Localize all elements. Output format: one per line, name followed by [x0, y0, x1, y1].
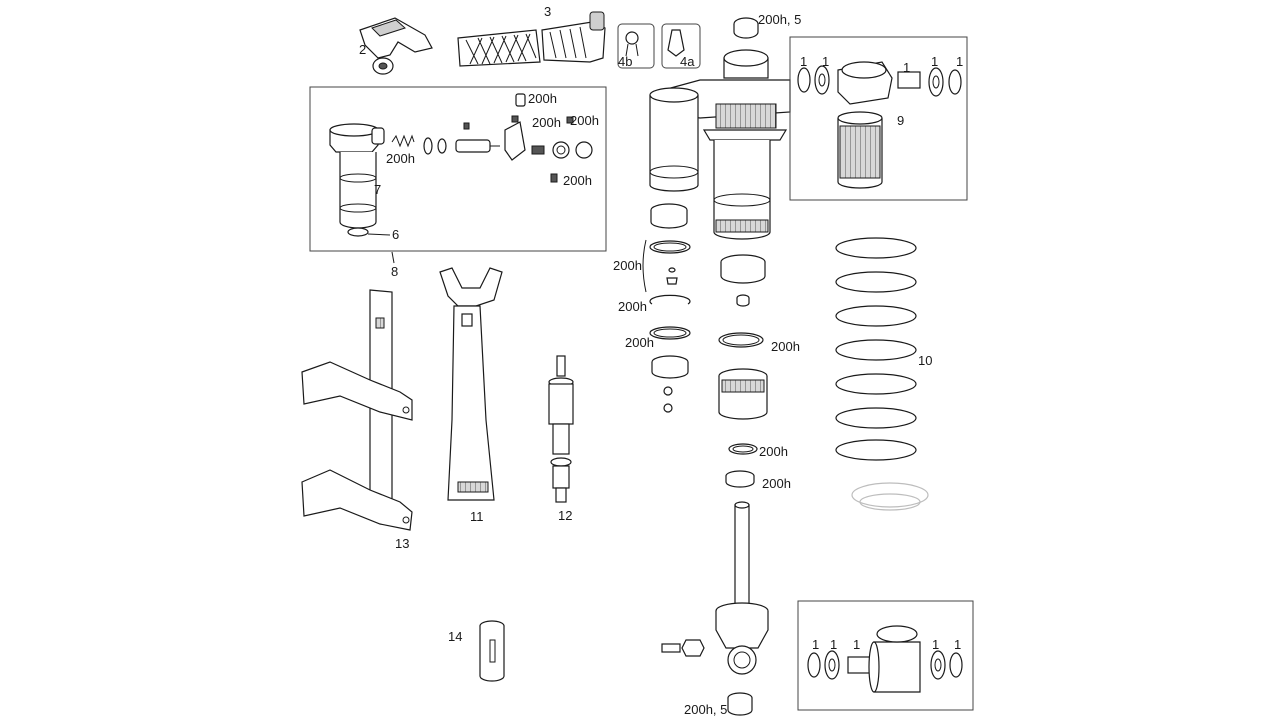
label-200h-left-a: 200h — [613, 258, 642, 273]
label-13: 13 — [395, 536, 409, 551]
label-1-boxb-a: 1 — [812, 637, 819, 652]
label-200h-box8-c: 200h — [570, 113, 599, 128]
label-1-box9-a: 1 — [800, 54, 807, 69]
label-200h-center-a: 200h — [771, 339, 800, 354]
label-1-boxb-b: 1 — [830, 637, 837, 652]
label-1-box9-c: 1 — [903, 60, 910, 75]
label-4b: 4b — [618, 54, 632, 69]
label-4a: 4a — [680, 54, 695, 69]
label-11: 11 — [470, 509, 484, 524]
coil-spring-part — [835, 237, 929, 511]
label-6: 6 — [392, 227, 399, 242]
left-seal-stack — [649, 203, 691, 413]
label-14: 14 — [448, 629, 462, 644]
assembly-box-8 — [309, 86, 607, 252]
top-eyelet-part — [797, 61, 962, 189]
center-piston-stack — [718, 254, 768, 488]
label-200h-left-c: 200h — [625, 335, 654, 350]
part-4a-box — [661, 23, 701, 69]
label-200h-box8-a: 200h — [528, 91, 557, 106]
label-1-boxb-d: 1 — [932, 637, 939, 652]
remote-lever-part — [359, 17, 433, 75]
label-12: 12 — [558, 508, 572, 523]
label-200h-box8-e: 200h — [563, 173, 592, 188]
label-10: 10 — [918, 353, 932, 368]
shaft-lower-eyelet-part — [661, 501, 769, 716]
assembly-box-bottom — [797, 600, 974, 711]
label-8: 8 — [391, 264, 398, 279]
tool-13-part — [301, 289, 413, 531]
label-200h-5-top: 200h, 5 — [758, 12, 801, 27]
tool-12-part — [548, 355, 574, 503]
label-7: 7 — [374, 182, 381, 197]
label-1-box9-b: 1 — [822, 54, 829, 69]
part-4b-box — [617, 23, 655, 69]
label-200h-box8-d: 200h — [386, 151, 415, 166]
grip-part — [457, 11, 606, 67]
label-200h-center-c: 200h — [762, 476, 791, 491]
label-3: 3 — [544, 4, 551, 19]
assembly-box-9 — [789, 36, 968, 201]
label-2: 2 — [359, 42, 366, 57]
reservoir-7-part — [329, 123, 385, 237]
valve-parts-row — [391, 93, 593, 183]
label-1-boxb-e: 1 — [954, 637, 961, 652]
label-200h-box8-b: 200h — [532, 115, 561, 130]
tool-14-part — [479, 620, 505, 682]
label-9: 9 — [897, 113, 904, 128]
label-1-box9-d: 1 — [931, 54, 938, 69]
shock-body-part — [649, 49, 791, 240]
tool-11-part — [439, 267, 503, 501]
label-200h-left-b: 200h — [618, 299, 647, 314]
bottom-eyelet-part — [807, 625, 963, 693]
label-200h-center-b: 200h — [759, 444, 788, 459]
label-1-box9-e: 1 — [956, 54, 963, 69]
bushing-top-part — [733, 17, 759, 39]
label-200h-5-bottom: 200h, 5 — [684, 702, 727, 717]
label-1-boxb-c: 1 — [853, 637, 860, 652]
